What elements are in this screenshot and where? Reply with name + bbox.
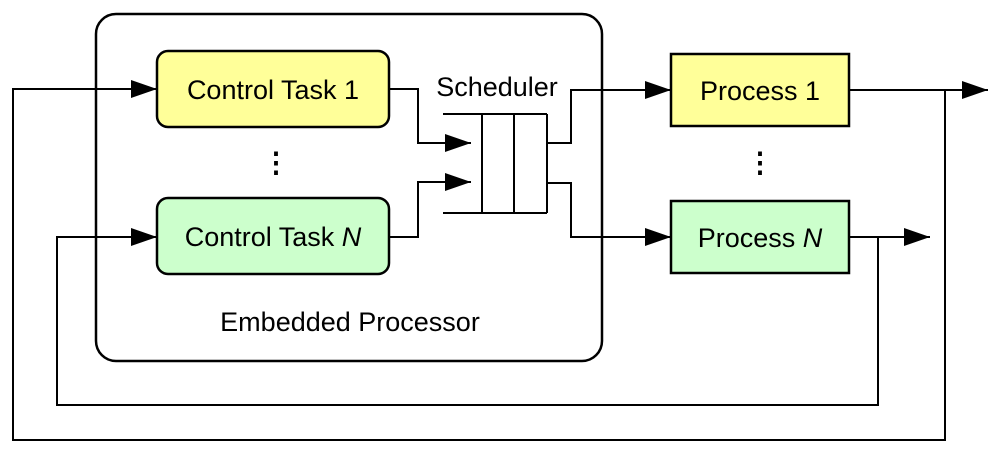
process-n-box (669, 199, 851, 275)
embedded-processor-label: Embedded Processor (220, 307, 480, 337)
tasks-ellipsis: ⋮ (262, 147, 290, 178)
task-n-to-scheduler-arrow (389, 173, 471, 238)
task-1-to-scheduler-arrow (389, 88, 471, 152)
scheduler-to-process-n-arrow (547, 182, 671, 246)
feedback-1-arrow (12, 80, 946, 441)
scheduler-label: Scheduler (436, 72, 558, 102)
process-n-label: Process N (698, 223, 823, 253)
process-1-label: Process 1 (700, 76, 820, 106)
scheduler-queue (443, 113, 548, 214)
control-task-n-label: Control Task N (185, 222, 362, 252)
feedback-n-arrow (56, 228, 879, 406)
scheduler-to-process-1-arrow (547, 81, 671, 144)
control-task-1-label: Control Task 1 (187, 75, 359, 105)
processes-ellipsis: ⋮ (746, 147, 774, 178)
